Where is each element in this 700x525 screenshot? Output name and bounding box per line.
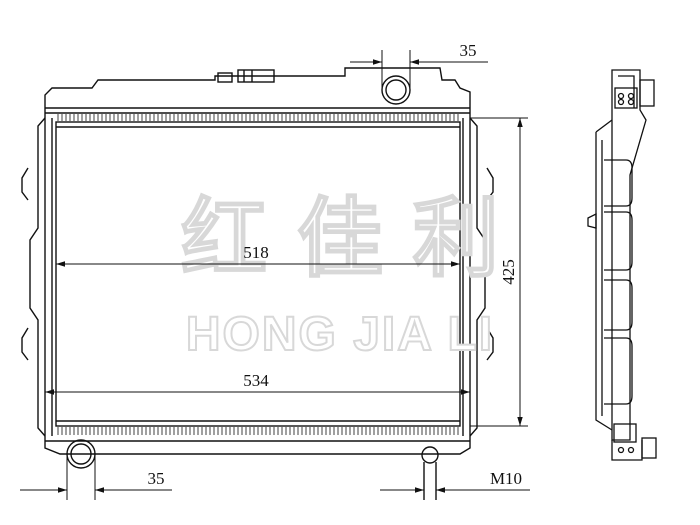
- dim-core-width: 518: [243, 243, 269, 262]
- radiator-core: [55, 121, 461, 427]
- dim-height: 425: [499, 259, 518, 285]
- radiator-cap: [237, 69, 275, 83]
- side-bracket-top: [639, 79, 655, 107]
- core-fins: [57, 114, 459, 435]
- dimension-lines: [20, 50, 530, 500]
- watermark-chinese: 红 佳 利: [181, 189, 499, 289]
- radiator-front-view: [21, 67, 494, 500]
- left-side-plate: [29, 117, 46, 437]
- dim-top-outlet: 35: [460, 41, 477, 60]
- bottom-tank: [44, 436, 471, 455]
- dim-bottom-outlet: 35: [148, 469, 165, 488]
- radiator-side-view: [587, 69, 657, 461]
- drain-plug: [421, 446, 439, 464]
- dim-overall-width: 534: [243, 371, 269, 390]
- top-tank: [44, 67, 471, 118]
- watermark-english: HONG JIA LI: [186, 308, 494, 361]
- dim-drain-plug: M10: [490, 469, 522, 488]
- side-bracket-bottom: [641, 437, 657, 459]
- right-side-plate: [469, 117, 486, 437]
